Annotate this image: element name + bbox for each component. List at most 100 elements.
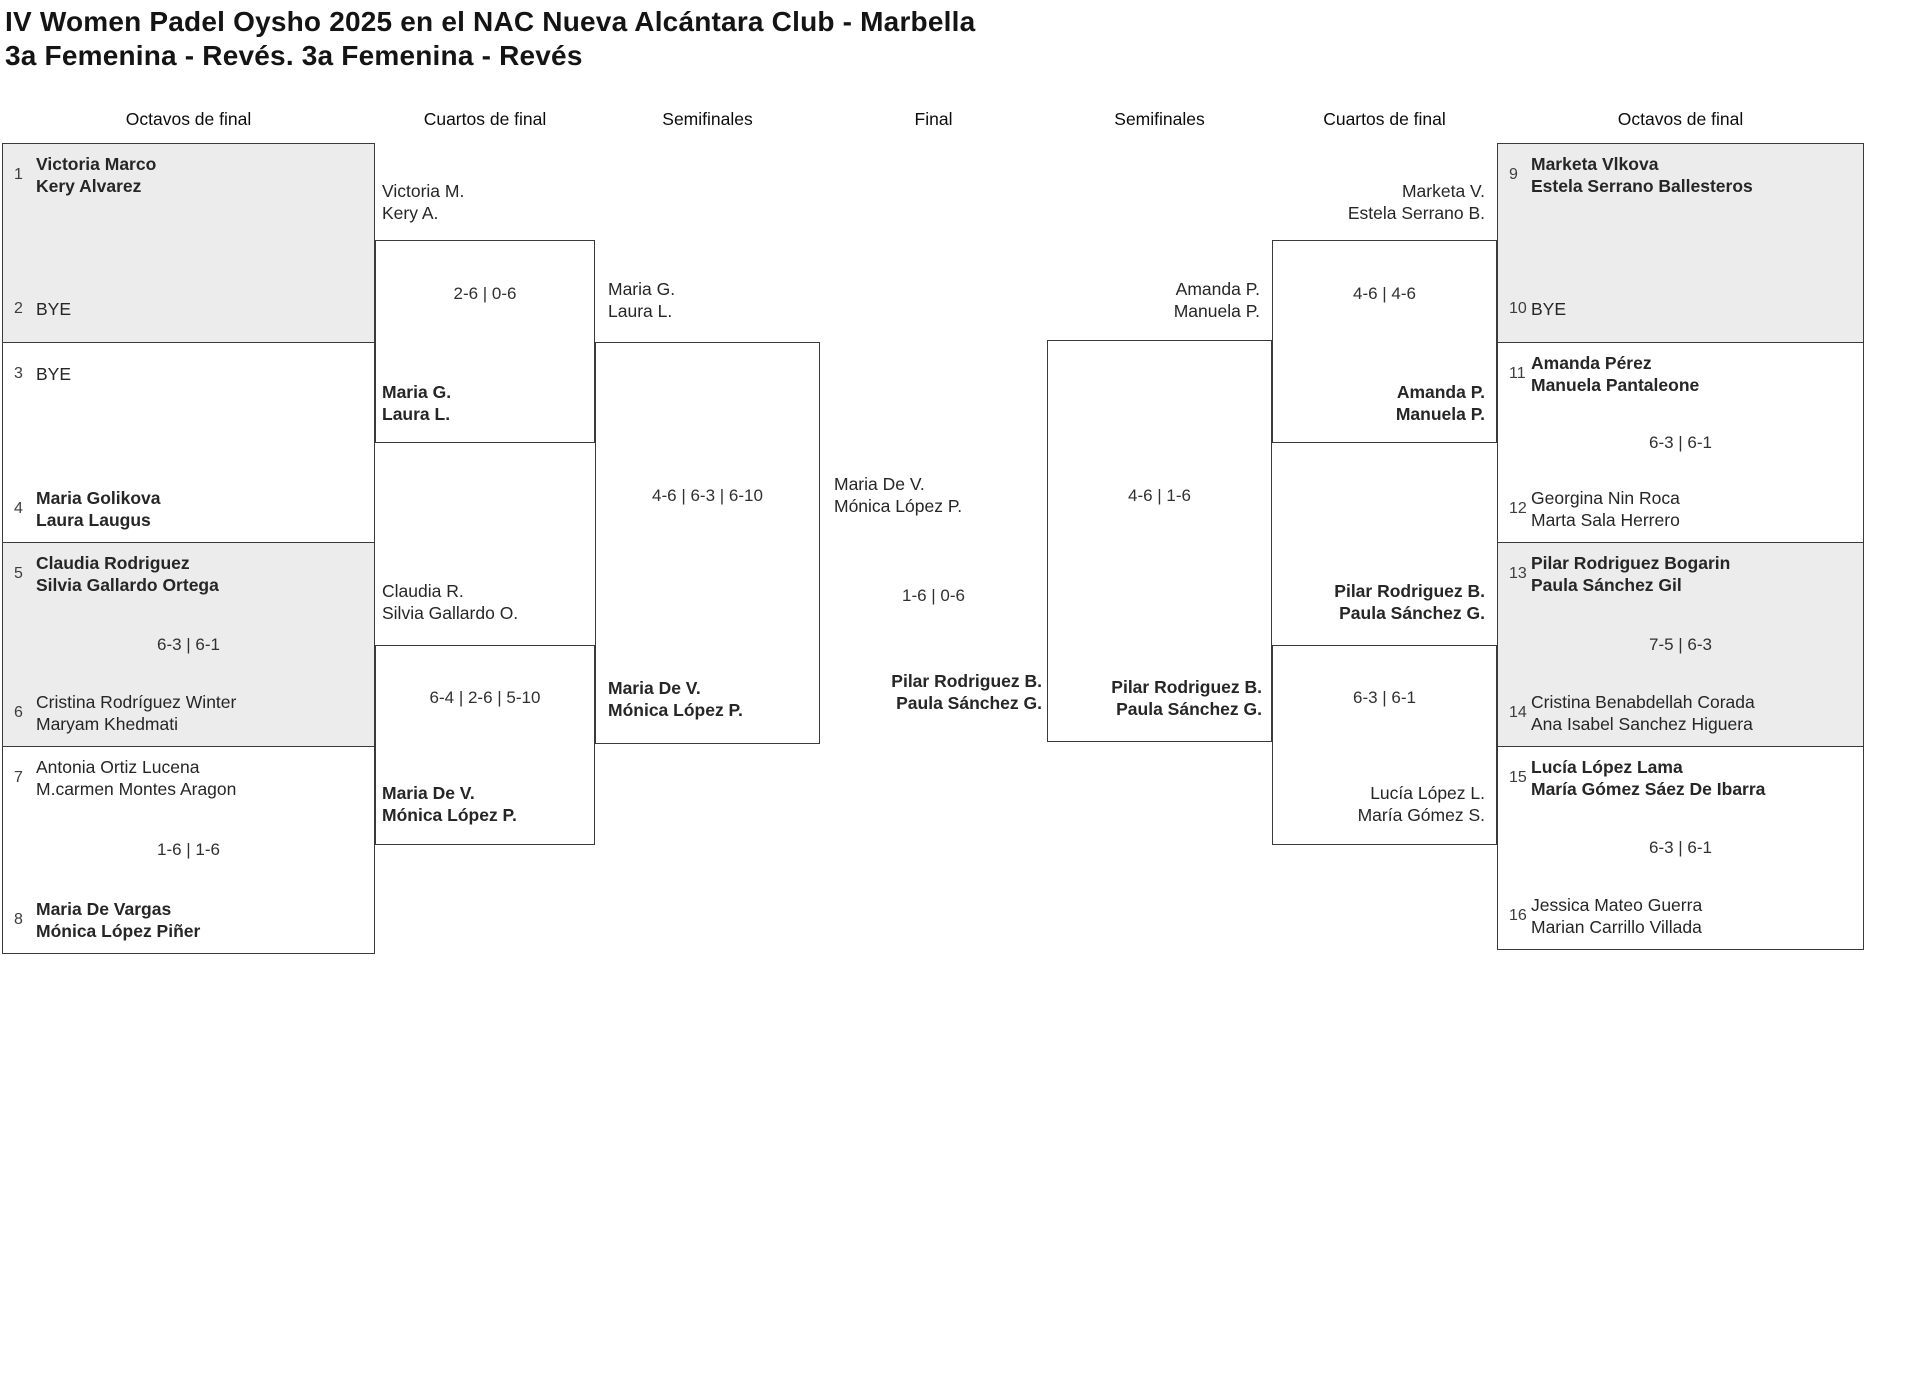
match-r16-right-4[interactable]: 15 Lucía López Lama María Gómez Sáez De … — [1497, 746, 1864, 950]
match-score: 4-6 | 4-6 — [1352, 284, 1416, 303]
match-sf-right[interactable] — [1047, 340, 1272, 742]
qf-right-2-team-bottom: Lucía López L. María Gómez S. — [1272, 782, 1485, 826]
player-name: Paula Sánchez G. — [896, 693, 1042, 713]
match-score: 6-3 | 6-1 — [1648, 432, 1712, 452]
round-header-qf-right: Cuartos de final — [1323, 109, 1446, 129]
seed-number: 1 — [14, 166, 23, 183]
player-name: Marian Carrillo Villada — [1531, 917, 1702, 937]
match-sf-left[interactable] — [595, 342, 820, 744]
seed-number: 13 — [1509, 565, 1527, 582]
match-score: 4-6 | 1-6 — [1127, 486, 1191, 505]
team-names: BYE — [36, 363, 71, 385]
sf-right-team-bottom: Pilar Rodriguez B. Paula Sánchez G. — [1047, 676, 1262, 720]
player-name: Kery A. — [382, 203, 439, 223]
round-header-final: Final — [914, 109, 953, 129]
qf-left-1-team-bottom: Maria G. Laura L. — [382, 381, 451, 425]
team-names: Claudia Rodriguez Silvia Gallardo Ortega — [36, 552, 219, 596]
match-r16-left-2[interactable]: 3 BYE 4 Maria Golikova Laura Laugus — [2, 342, 375, 543]
player-name: Marketa V. — [1401, 181, 1485, 201]
seed-number: 12 — [1509, 500, 1527, 517]
team-slot: 13 Pilar Rodriguez Bogarin Paula Sánchez… — [1498, 552, 1863, 596]
player-name: María Gómez Sáez De Ibarra — [1531, 779, 1766, 799]
team-names: Lucía López Lama María Gómez Sáez De Iba… — [1531, 756, 1765, 800]
team-slot: 1 Victoria Marco Kery Alvarez — [3, 153, 374, 197]
category-subtitle: 3a Femenina - Revés. 3a Femenina - Revés — [5, 40, 583, 71]
player-name: Lucía López L. — [1370, 783, 1485, 803]
round-header-sf-right: Semifinales — [1114, 109, 1205, 129]
team-names: BYE — [1531, 298, 1566, 320]
team-names: Maria De Vargas Mónica López Piñer — [36, 898, 200, 942]
player-name: Maria Golikova — [36, 488, 161, 508]
qf-right-1-team-bottom: Amanda P. Manuela P. — [1272, 381, 1485, 425]
qf-left-1-team-top: Victoria M. Kery A. — [382, 180, 464, 224]
seed-number: 10 — [1509, 300, 1527, 317]
player-name: Mónica López Piñer — [36, 921, 201, 941]
sf-right-team-top: Amanda P. Manuela P. — [1047, 278, 1260, 322]
sf-left-team-top: Maria G. Laura L. — [608, 278, 675, 322]
team-names: Cristina Rodríguez Winter Maryam Khedmat… — [36, 691, 236, 735]
match-qf-right-1[interactable] — [1272, 240, 1497, 443]
team-names: Antonia Ortiz Lucena M.carmen Montes Ara… — [36, 756, 236, 800]
tournament-title: IV Women Padel Oysho 2025 en el NAC Nuev… — [5, 6, 976, 37]
player-name: Silvia Gallardo Ortega — [36, 575, 219, 595]
player-name: Silvia Gallardo O. — [382, 603, 519, 623]
player-name: Cristina Benabdellah Corada — [1531, 692, 1755, 712]
seed-number: 9 — [1509, 166, 1518, 183]
team-slot: 11 Amanda Pérez Manuela Pantaleone — [1498, 352, 1863, 396]
player-name: Mónica López P. — [834, 496, 963, 516]
page-title: IV Women Padel Oysho 2025 en el NAC Nuev… — [5, 5, 975, 73]
match-qf-left-1[interactable] — [375, 240, 595, 443]
player-name: Paula Sánchez Gil — [1531, 575, 1682, 595]
team-names: Victoria Marco Kery Alvarez — [36, 153, 156, 197]
seed-number: 8 — [14, 911, 23, 928]
seed-number: 16 — [1509, 907, 1527, 924]
match-qf-right-2[interactable] — [1272, 645, 1497, 845]
player-name: Amanda P. — [1396, 382, 1485, 402]
player-name: Lucía López Lama — [1531, 757, 1683, 777]
player-name: Estela Serrano Ballesteros — [1531, 176, 1753, 196]
player-name: BYE — [1531, 299, 1567, 319]
team-names: Pilar Rodriguez Bogarin Paula Sánchez Gi… — [1531, 552, 1730, 596]
match-r16-left-1[interactable]: 1 Victoria Marco Kery Alvarez 2 BYE — [2, 143, 375, 343]
team-slot: 3 BYE — [3, 352, 374, 396]
player-name: Maria De V. — [608, 678, 701, 698]
team-slot: 12 Georgina Nin Roca Marta Sala Herrero — [1498, 487, 1863, 531]
player-name: Victoria Marco — [36, 154, 157, 174]
match-r16-left-4[interactable]: 7 Antonia Ortiz Lucena M.carmen Montes A… — [2, 746, 375, 954]
player-name: Pilar Rodriguez B. — [891, 671, 1042, 691]
match-score: 6-4 | 2-6 | 5-10 — [429, 688, 541, 707]
team-names: Cristina Benabdellah Corada Ana Isabel S… — [1531, 691, 1755, 735]
qf-left-2-team-top: Claudia R. Silvia Gallardo O. — [382, 580, 518, 624]
player-name: Pilar Rodriguez B. — [1334, 581, 1485, 601]
match-r16-right-3[interactable]: 13 Pilar Rodriguez Bogarin Paula Sánchez… — [1497, 542, 1864, 747]
qf-left-2-team-bottom: Maria De V. Mónica López P. — [382, 782, 517, 826]
match-r16-right-1[interactable]: 9 Marketa Vlkova Estela Serrano Balleste… — [1497, 143, 1864, 343]
match-score: 7-5 | 6-3 — [1648, 634, 1712, 654]
final-team-left: Maria De V. Mónica López P. — [834, 473, 962, 517]
match-score: 4-6 | 6-3 | 6-10 — [652, 486, 763, 505]
match-qf-left-2[interactable] — [375, 645, 595, 845]
seed-number: 14 — [1509, 704, 1527, 721]
player-name: Claudia Rodriguez — [36, 553, 190, 573]
team-slot: 5 Claudia Rodriguez Silvia Gallardo Orte… — [3, 552, 374, 596]
team-slot: 2 BYE — [3, 287, 374, 331]
player-name: Laura L. — [608, 301, 673, 321]
player-name: Marta Sala Herrero — [1531, 510, 1680, 530]
player-name: Laura Laugus — [36, 510, 151, 530]
round-header-qf-left: Cuartos de final — [423, 109, 547, 129]
qf-right-2-team-top: Pilar Rodriguez B. Paula Sánchez G. — [1272, 580, 1485, 624]
player-name: Manuela P. — [1395, 404, 1485, 424]
player-name: Laura L. — [382, 404, 451, 424]
match-r16-left-3[interactable]: 5 Claudia Rodriguez Silvia Gallardo Orte… — [2, 542, 375, 747]
team-slot: 6 Cristina Rodríguez Winter Maryam Khedm… — [3, 691, 374, 735]
player-name: Manuela P. — [1173, 301, 1260, 321]
seed-number: 15 — [1509, 769, 1527, 786]
team-slot: 10 BYE — [1498, 287, 1863, 331]
match-r16-right-2[interactable]: 11 Amanda Pérez Manuela Pantaleone 6-3 |… — [1497, 342, 1864, 543]
round-header-sf-left: Semifinales — [662, 109, 753, 129]
team-slot: 8 Maria De Vargas Mónica López Piñer — [3, 898, 374, 942]
player-name: Manuela Pantaleone — [1531, 375, 1700, 395]
player-name: Mónica López P. — [382, 805, 517, 825]
player-name: Cristina Rodríguez Winter — [36, 692, 237, 712]
player-name: BYE — [36, 364, 72, 384]
